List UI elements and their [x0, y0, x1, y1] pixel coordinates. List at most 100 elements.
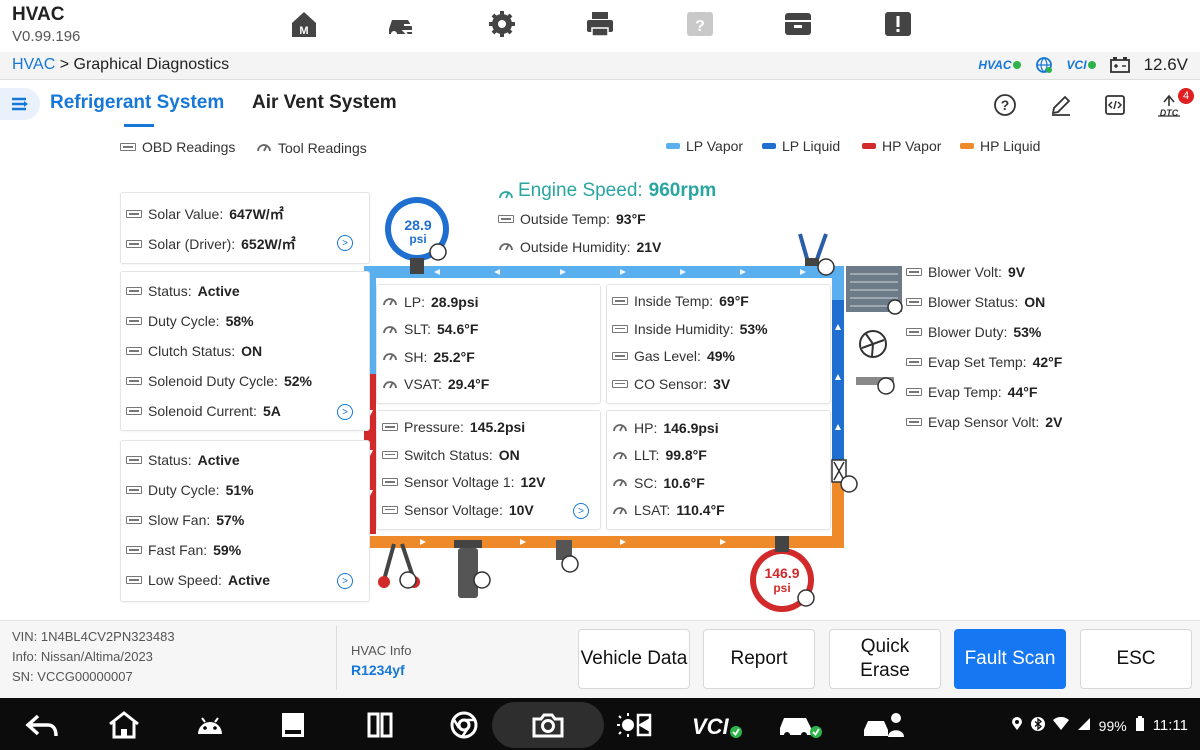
evap-temp-sensor-icon[interactable]	[856, 377, 894, 385]
battery-voltage: 12.6V	[1143, 55, 1188, 74]
evaporator-icon[interactable]	[846, 266, 902, 312]
camera-icon[interactable]	[528, 708, 568, 742]
breadcrumb: HVAC > Graphical Diagnostics	[12, 56, 229, 74]
quick-erase-button[interactable]: Quick Erase	[829, 629, 941, 689]
dtc-button[interactable]: DTC	[1154, 90, 1184, 120]
compressor-info-icon[interactable]: >	[337, 404, 353, 420]
cabin-card[interactable]	[606, 284, 831, 404]
low-side-value: 28.9psi	[431, 293, 479, 310]
edit-button[interactable]	[1046, 90, 1076, 120]
breadcrumb-root-link[interactable]: HVAC	[12, 56, 56, 73]
dtc-count-badge: 4	[1178, 88, 1194, 104]
obd-icon	[126, 317, 142, 325]
fan-row: Status: Active	[126, 452, 240, 468]
home-icon[interactable]: M	[286, 8, 322, 40]
hvac-status-badge: HVAC	[978, 58, 1021, 72]
obd-icon	[906, 418, 922, 426]
fan-value: Active	[227, 572, 270, 588]
blower-value: 44°F	[1007, 384, 1038, 400]
compressor-row: Clutch Status: ON	[126, 343, 262, 359]
gauge-icon	[612, 419, 628, 436]
app-version: V0.99.196	[12, 28, 81, 45]
esc-button[interactable]: ESC	[1080, 629, 1192, 689]
obd-icon	[906, 298, 922, 306]
brightness-icon[interactable]	[614, 708, 654, 742]
pressure-switch-row: Sensor Voltage 1: 12V	[382, 474, 545, 490]
gauge-icon	[612, 474, 628, 491]
legend-label: HP Vapor	[882, 138, 942, 154]
lp-clamp-icon[interactable]	[798, 233, 828, 266]
cabin-value: 69°F	[719, 293, 749, 309]
fan-row: Duty Cycle: 51%	[126, 482, 254, 498]
fan-label: Low Speed:	[148, 572, 222, 588]
split-screen-icon[interactable]	[360, 708, 400, 742]
receiver-drier-icon[interactable]	[454, 540, 482, 598]
pressure-switch-value: ON	[498, 446, 520, 463]
report-button[interactable]: Report	[703, 629, 815, 689]
engine-speed-value: 960rpm	[648, 180, 717, 201]
divider	[336, 626, 337, 690]
gauge-icon	[382, 376, 398, 393]
back-icon[interactable]	[22, 708, 62, 742]
gauge-icon	[256, 139, 272, 156]
hvac-info-label: HVAC Info	[351, 643, 412, 658]
obd-icon	[120, 143, 136, 151]
solar-info-icon[interactable]: >	[337, 235, 353, 251]
solar-card[interactable]	[120, 192, 370, 264]
help-button[interactable]: ?	[990, 90, 1020, 120]
cabin-label: Gas Level:	[634, 348, 701, 364]
pressure-switch-icon[interactable]	[556, 540, 572, 560]
print-icon[interactable]	[582, 8, 618, 40]
pressure-switch-info-icon[interactable]: >	[573, 503, 589, 519]
obd-icon	[612, 324, 628, 333]
question-icon: ?	[994, 94, 1016, 116]
legend-item: HP Liquid	[960, 138, 1040, 154]
legend-swatch	[960, 143, 974, 149]
data-manager-icon[interactable]	[780, 8, 816, 40]
low-side-label: VSAT:	[404, 376, 442, 392]
cabin-value: 49%	[706, 348, 735, 364]
solar-value: 652W/㎡	[241, 236, 296, 252]
obd-icon	[126, 576, 142, 584]
tab-refrigerant-system[interactable]: Refrigerant System	[50, 92, 225, 113]
obd-icon	[612, 297, 628, 305]
vehicle-connected-icon[interactable]	[776, 708, 824, 742]
obd-icon	[126, 240, 142, 248]
expansion-valve-icon[interactable]	[831, 459, 847, 483]
high-side-card[interactable]	[606, 410, 831, 530]
compressor-row: Solenoid Current: 5A	[126, 403, 281, 419]
menu-button[interactable]	[0, 88, 40, 120]
camera-highlight	[492, 702, 604, 748]
remote-expert-icon[interactable]	[862, 708, 910, 742]
obd-icon	[382, 450, 398, 459]
settings-icon[interactable]	[484, 8, 520, 40]
vehicle-data-button[interactable]: Vehicle Data	[578, 629, 690, 689]
home-nav-icon[interactable]	[104, 708, 144, 742]
fan-info-icon[interactable]: >	[337, 573, 353, 589]
compressor-card[interactable]	[120, 271, 370, 431]
fault-scan-button[interactable]: Fault Scan	[954, 629, 1066, 689]
pressure-switch-card[interactable]	[376, 410, 601, 530]
low-side-row: SH: 25.2°F	[382, 348, 475, 365]
high-side-label: LSAT:	[634, 502, 671, 518]
outside-humidity-label: Outside Humidity:	[520, 238, 631, 255]
alert-icon[interactable]	[880, 8, 916, 40]
tab-air-vent-system[interactable]: Air Vent System	[252, 92, 397, 113]
fan-label: Duty Cycle:	[148, 482, 220, 498]
blower-fan-icon[interactable]	[859, 330, 887, 358]
fan-value: Active	[197, 452, 240, 468]
hvac-connected-dot	[1012, 61, 1021, 69]
active-tab-indicator	[124, 124, 154, 127]
low-side-card[interactable]	[376, 284, 601, 404]
vehicle-switch-icon[interactable]	[384, 8, 420, 40]
quick-erase-label-2: Erase	[860, 660, 910, 681]
recent-apps-icon[interactable]	[274, 708, 314, 742]
code-button[interactable]	[1100, 90, 1130, 120]
android-icon[interactable]	[190, 708, 230, 742]
system-status: 99% 11:11	[1011, 716, 1188, 735]
vci-icon[interactable]: VCI	[690, 708, 746, 742]
browser-icon[interactable]	[444, 708, 484, 742]
obd-icon	[906, 388, 922, 396]
fan-card[interactable]	[120, 440, 370, 602]
legend-swatch	[666, 143, 680, 149]
